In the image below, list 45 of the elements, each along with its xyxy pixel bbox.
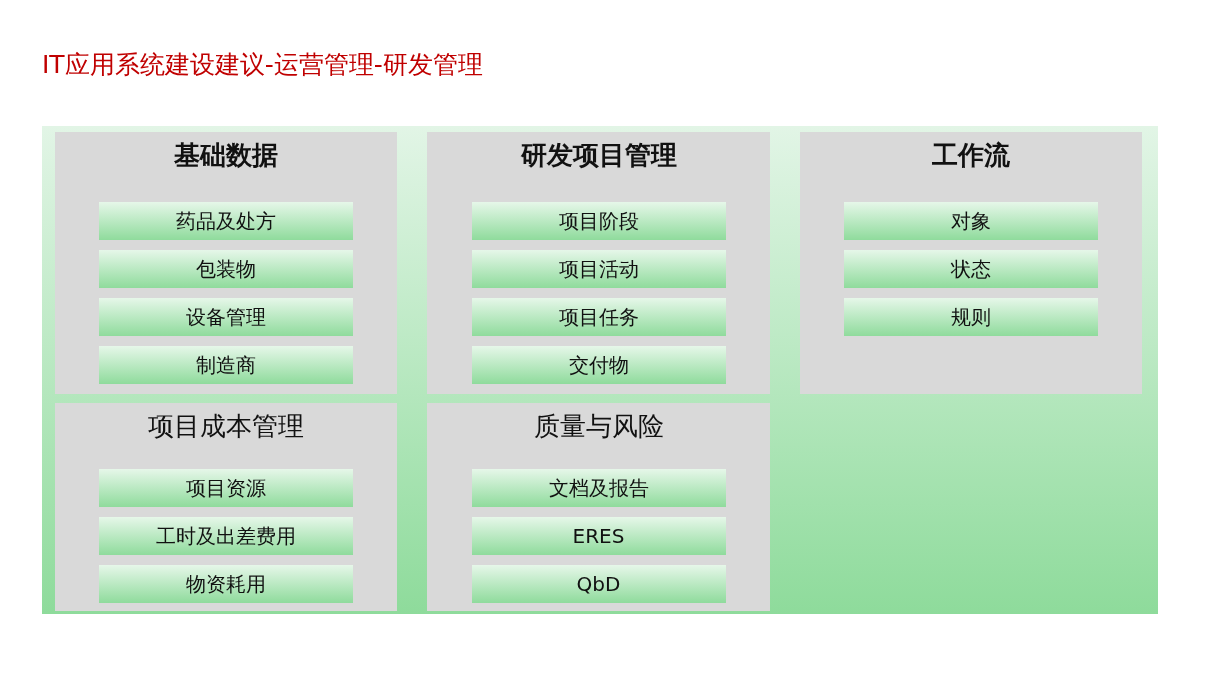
item-box <box>99 202 353 240</box>
item-label: 工时及出差费用 <box>156 522 296 550</box>
item-box <box>471 565 726 603</box>
item-label: 项目活动 <box>558 255 639 283</box>
category-panel <box>427 403 770 611</box>
item-box <box>471 298 726 336</box>
item-box <box>471 202 726 240</box>
category-panel <box>800 132 1142 394</box>
item-box <box>844 250 1098 288</box>
category-panel <box>55 403 397 611</box>
item-label: 设备管理 <box>186 303 266 331</box>
item-label: 项目任务 <box>558 303 639 331</box>
item-box <box>471 469 726 507</box>
item-label: ERES <box>572 524 625 548</box>
item-box <box>99 346 353 384</box>
item-box <box>844 298 1098 336</box>
item-label: 交付物 <box>568 351 629 379</box>
item-box <box>99 469 353 507</box>
title: IT应用系统建设建议-运营管理-研发管理 <box>42 49 483 81</box>
item-box <box>99 250 353 288</box>
item-box <box>471 346 726 384</box>
panel-heading: 质量与风险 <box>532 410 665 443</box>
item-label: 对象 <box>951 207 991 235</box>
panel-heading: 工作流 <box>931 139 1011 172</box>
item-box <box>99 298 353 336</box>
category-panel <box>427 132 770 394</box>
item-box <box>99 565 353 603</box>
item-box <box>471 250 726 288</box>
item-label: 物资耗用 <box>186 570 266 598</box>
item-label: 状态 <box>951 255 991 283</box>
panel-heading: 基础数据 <box>173 139 279 172</box>
item-label: QbD <box>576 572 621 596</box>
item-label: 制造商 <box>196 351 256 379</box>
item-label: 包装物 <box>196 255 256 283</box>
item-label: 项目资源 <box>186 474 266 502</box>
category-panel <box>55 132 397 394</box>
item-box <box>471 517 726 555</box>
item-box <box>99 517 353 555</box>
item-label: 规则 <box>951 303 991 331</box>
item-label: 药品及处方 <box>176 207 276 235</box>
item-label: 文档及报告 <box>548 474 649 502</box>
item-box <box>844 202 1098 240</box>
panel-heading: 项目成本管理 <box>147 410 305 443</box>
panel-heading: 研发项目管理 <box>519 139 678 172</box>
item-label: 项目阶段 <box>558 207 639 235</box>
